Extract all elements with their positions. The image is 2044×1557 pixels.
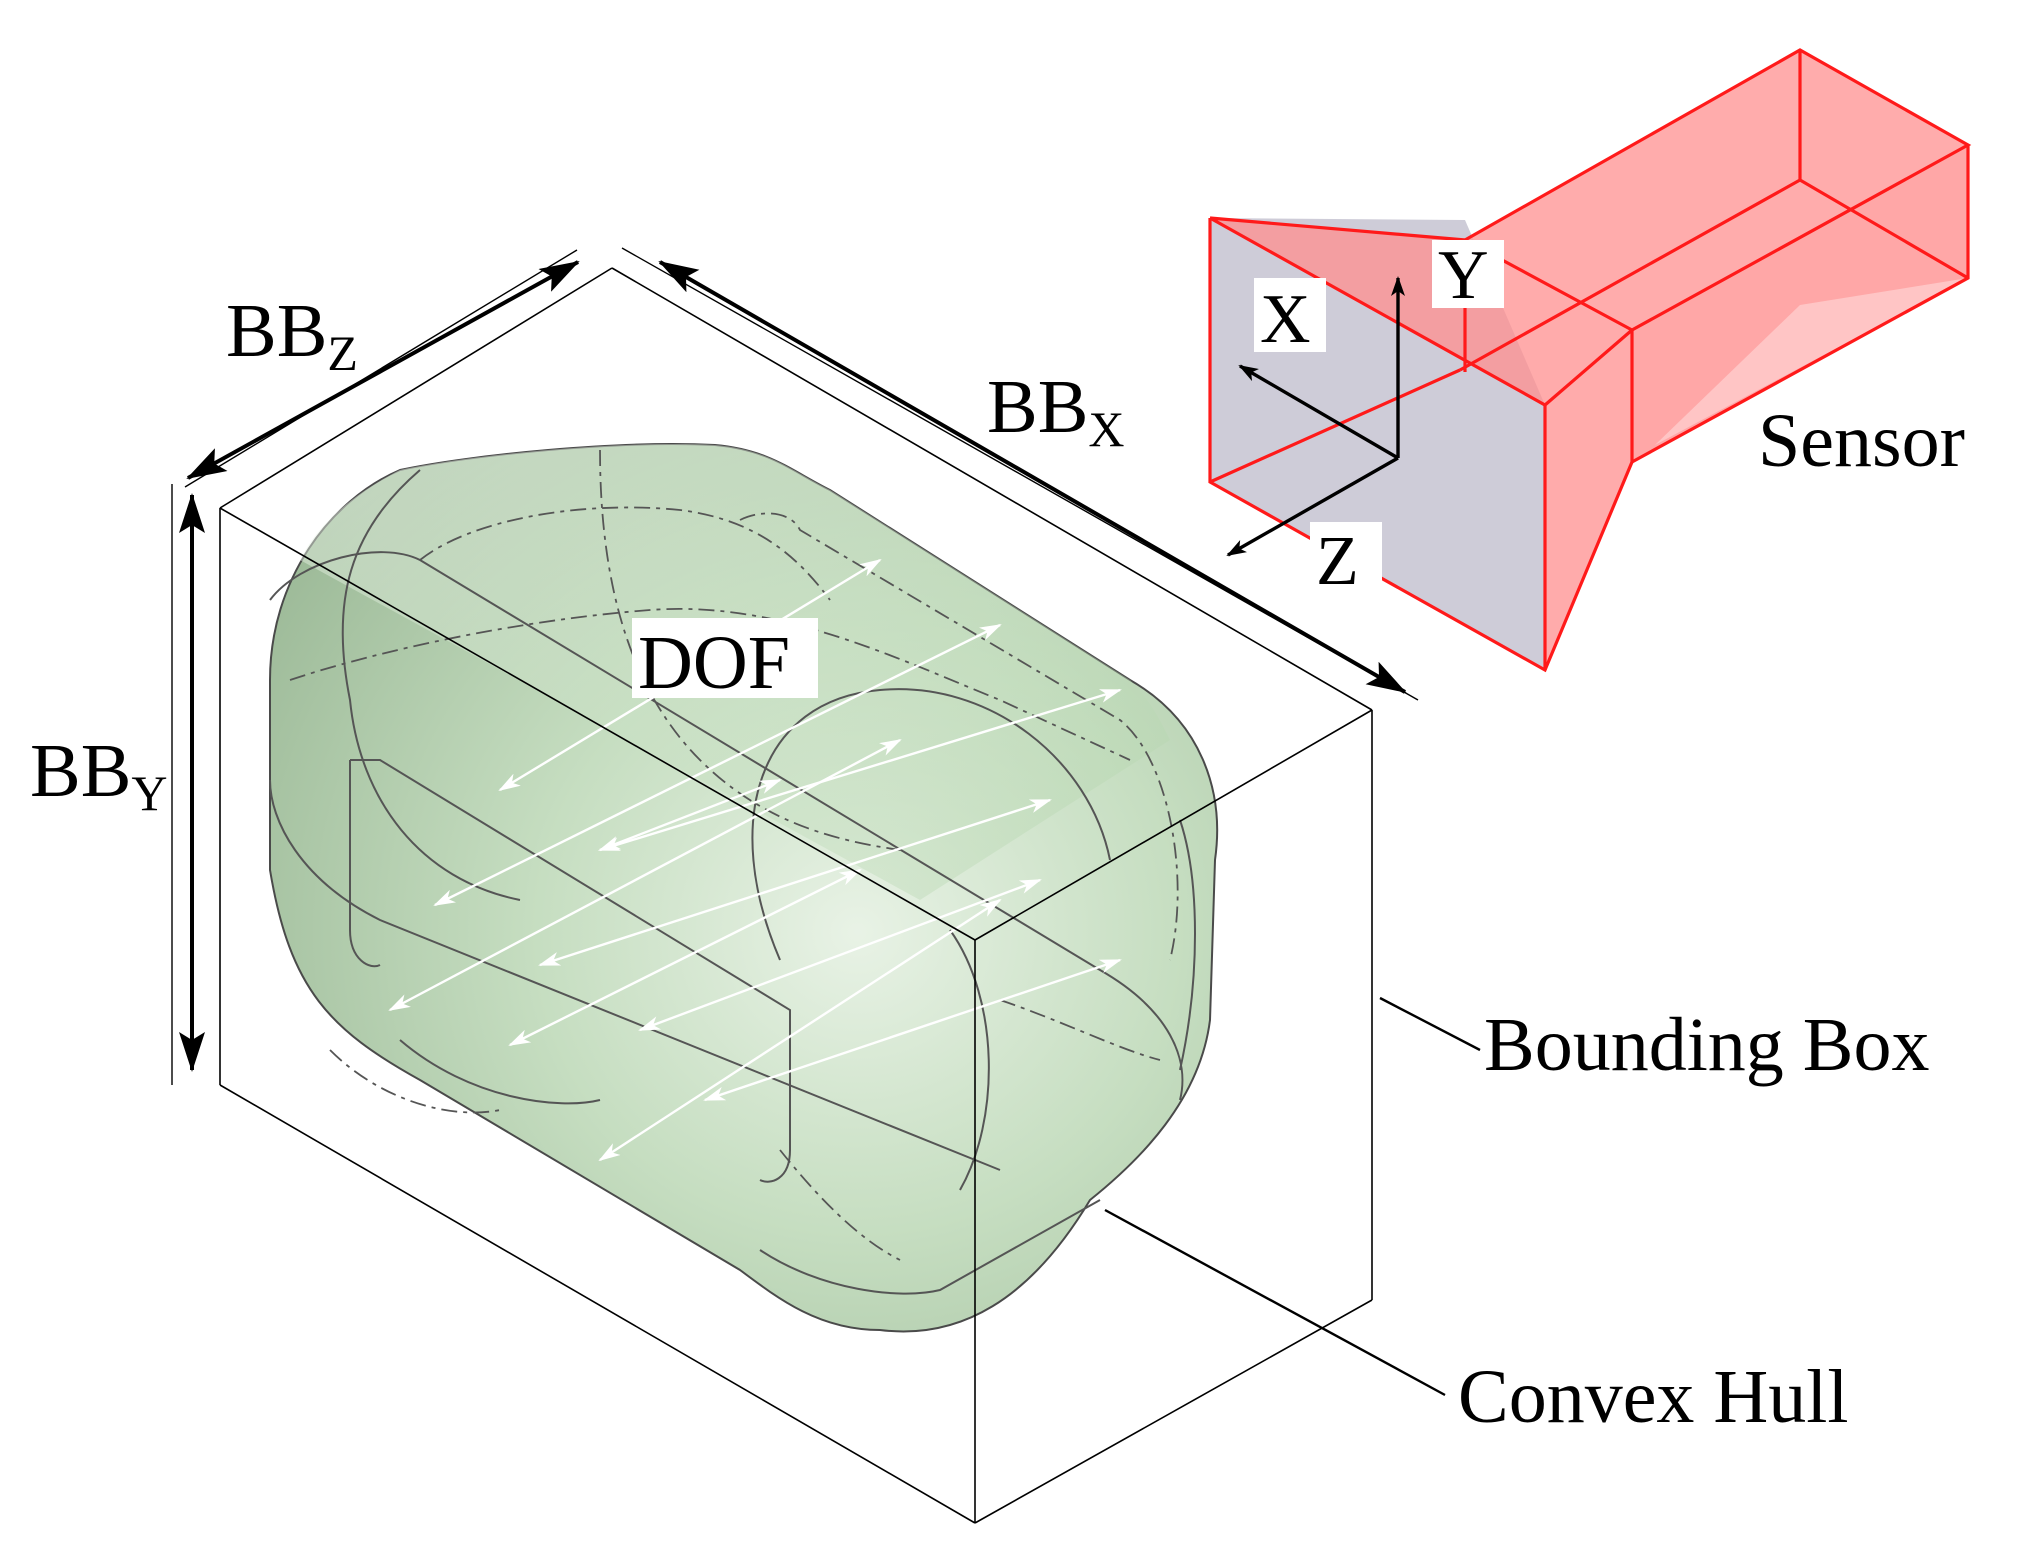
dof-arrows: [388, 558, 1122, 1162]
dof-label: DOF: [638, 621, 790, 705]
axis-y-label: Y: [1438, 237, 1489, 314]
convex-hull-shape: [269, 443, 1219, 1333]
axis-x-label: X: [1260, 281, 1311, 358]
dimension-bb-y: [171, 484, 205, 1085]
bb-y-label: BBY: [30, 729, 168, 821]
bb-z-label: BBZ: [226, 289, 358, 381]
axis-z-label-bg: [1310, 522, 1382, 596]
bounding-box-label: Bounding Box: [1484, 1003, 1930, 1087]
convex-hull-label: Convex Hull: [1458, 1355, 1849, 1439]
axis-z-label: Z: [1316, 523, 1359, 600]
sensor-label: Sensor: [1758, 399, 1965, 483]
axis-y-label-bg: [1432, 240, 1504, 308]
sensor-axes: [1226, 276, 1405, 557]
dimension-bb-z: [184, 249, 580, 488]
leader-lines: [1104, 996, 1481, 1397]
axis-x-label-bg: [1254, 278, 1326, 352]
bb-x-label: BBX: [987, 365, 1125, 457]
dimension-bb-x: [621, 247, 1419, 701]
bounding-box-front-edges: [219, 507, 1373, 1524]
